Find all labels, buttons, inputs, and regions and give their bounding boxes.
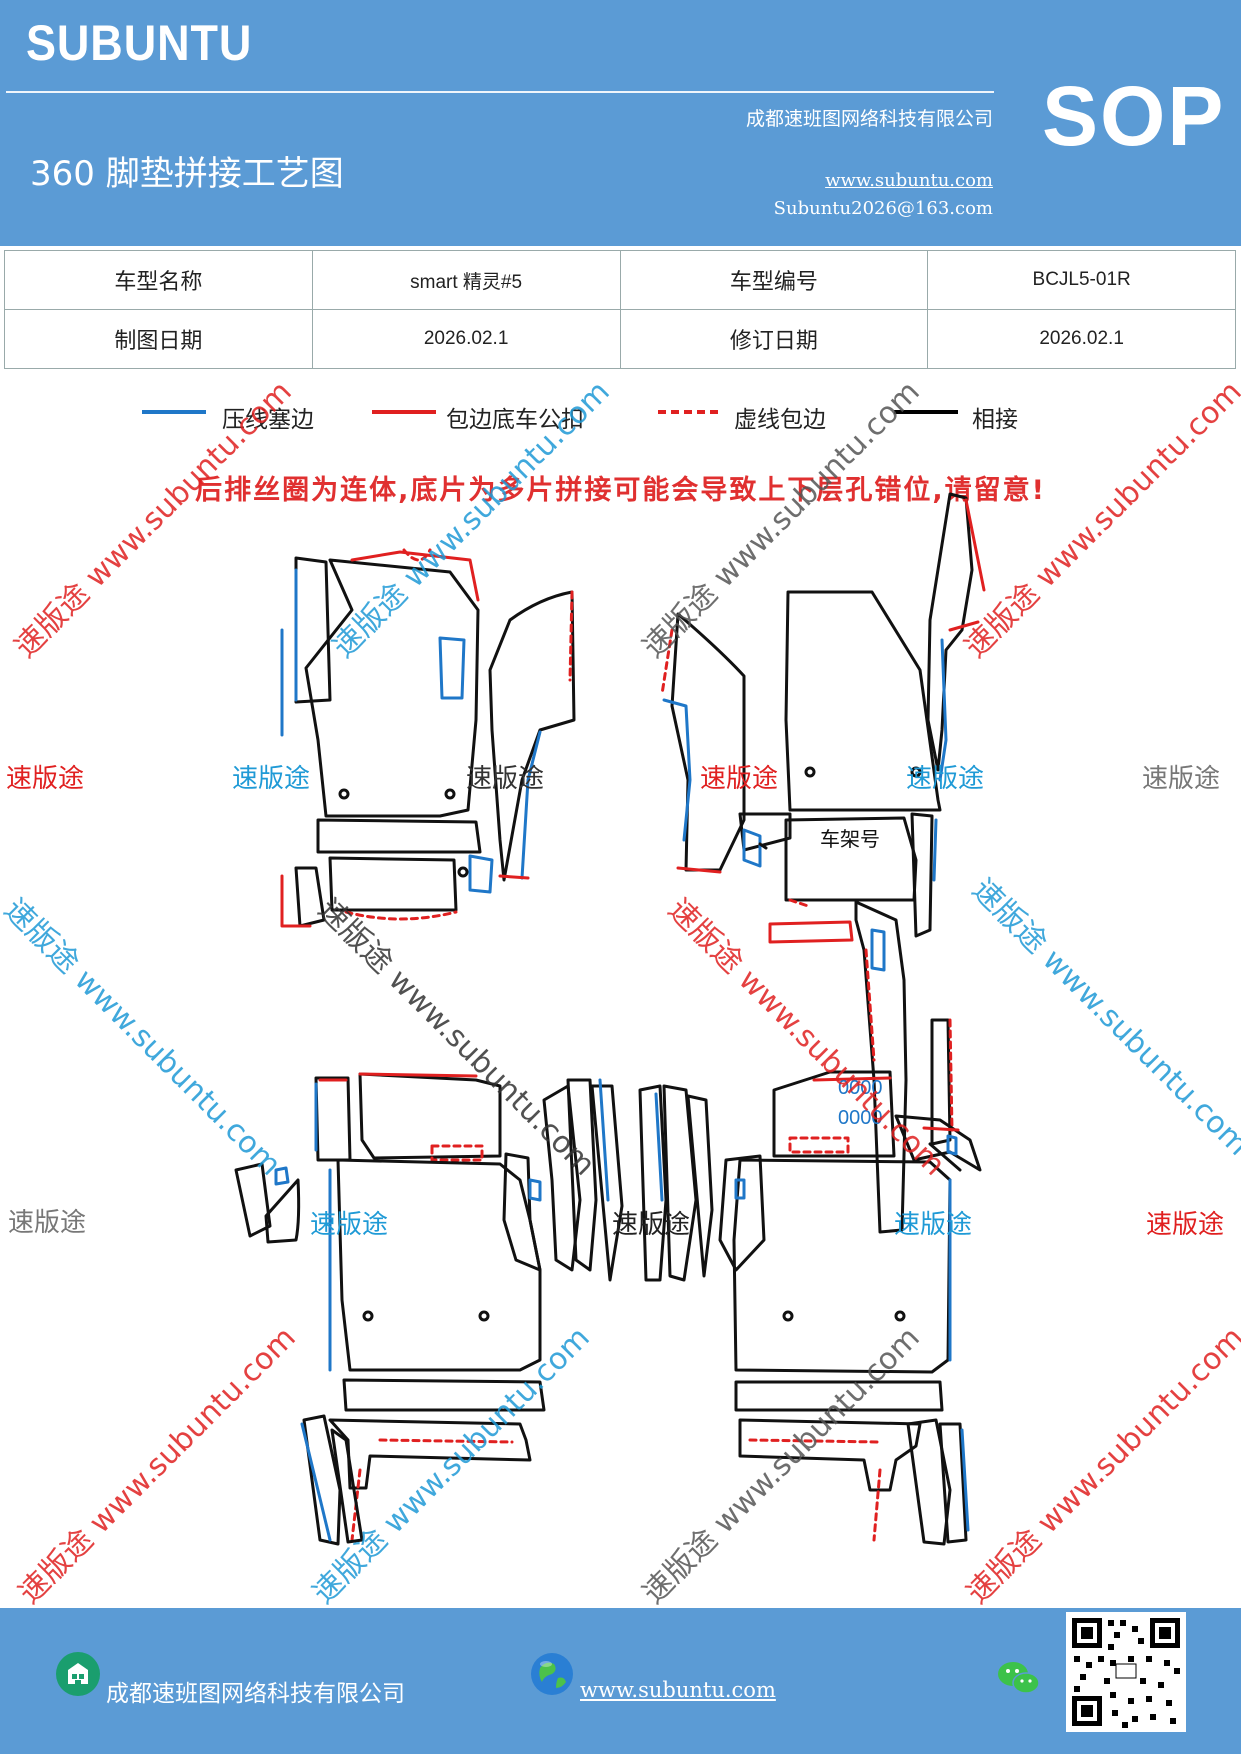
- qr-code-icon: [1072, 1618, 1180, 1728]
- watermark-text: 速版途: [1146, 1210, 1225, 1240]
- watermark-text: 速版途: [700, 764, 779, 794]
- watermark-text: 速版途: [310, 1210, 389, 1240]
- legend-label: 相接: [972, 407, 1018, 433]
- legend-swatch: [894, 410, 958, 414]
- globe-icon: [531, 1653, 573, 1695]
- watermark-text: 速版途: [466, 764, 545, 794]
- footer-website-link[interactable]: www.subuntu.com: [580, 1678, 776, 1702]
- header-email: Subuntu2026@163.com: [773, 198, 993, 219]
- model-name-value: smart 精灵#5: [311, 250, 621, 310]
- legend-swatch: [142, 410, 206, 414]
- legend-swatch: [658, 410, 718, 414]
- model-name-label: 车型名称: [4, 250, 313, 310]
- table-row: 制图日期 2026.02.1 修订日期 2026.02.1: [4, 309, 1236, 369]
- legend-swatch: [372, 410, 436, 414]
- legend: 压线塞边 包边底车公扣 虚线包边 相接: [0, 400, 1241, 440]
- qr-code: [1066, 1612, 1186, 1732]
- mat-rear-left: [234, 1072, 624, 1546]
- watermark-text: 速版途: [1142, 764, 1221, 794]
- draw-date-label: 制图日期: [4, 309, 313, 369]
- mat-front-right: [660, 492, 986, 1234]
- document-title: 360 脚垫拼接工艺图: [30, 154, 344, 194]
- header-website-link[interactable]: www.subuntu.com: [825, 170, 993, 191]
- legend-label: 包边底车公扣: [446, 407, 584, 433]
- table-row: 车型名称 smart 精灵#5 车型编号 BCJL5-01R: [4, 250, 1236, 310]
- draw-date-value: 2026.02.1: [311, 309, 621, 369]
- model-code-label: 车型编号: [619, 250, 929, 310]
- footer-company: 成都速班图网络科技有限公司: [106, 1681, 405, 1707]
- frame-number-label: 车架号: [820, 827, 880, 851]
- warning-text: 后排丝圈为连体,底片为多片拼接可能会导致上下层孔错位,请留意!: [195, 475, 1046, 506]
- watermark-text: 速版途: [232, 764, 311, 794]
- revise-date-label: 修订日期: [619, 309, 929, 369]
- watermark-text: 速版途: [6, 764, 85, 794]
- mat-front-left: [280, 548, 576, 928]
- header-divider: [6, 91, 994, 93]
- legend-label: 虚线包边: [734, 407, 826, 433]
- building-icon: [56, 1652, 100, 1696]
- info-table: 车型名称 smart 精灵#5 车型编号 BCJL5-01R 制图日期 2026…: [4, 250, 1236, 369]
- hole-marks-lower: 0000: [838, 1107, 883, 1129]
- watermark-text: 速版途: [8, 1208, 87, 1238]
- revise-date-value: 2026.02.1: [927, 309, 1236, 369]
- mat-rear-right: [638, 1070, 982, 1546]
- header-company: 成都速班图网络科技有限公司: [745, 108, 993, 130]
- wechat-icon: [998, 1662, 1040, 1694]
- watermark-text: 速版途: [894, 1210, 973, 1240]
- watermark-text: 速版途: [906, 764, 985, 794]
- model-code-value: BCJL5-01R: [927, 250, 1236, 310]
- watermark-text: 速版途: [612, 1210, 691, 1240]
- sop-badge: SOP: [1042, 69, 1226, 163]
- header: SUBUNTU 成都速班图网络科技有限公司 360 脚垫拼接工艺图 www.su…: [0, 0, 1241, 246]
- floor-mat-drawing: 车架号: [234, 492, 986, 1546]
- footer: 成都速班图网络科技有限公司 www.subuntu.com: [0, 1608, 1241, 1754]
- brand-logo: SUBUNTU: [26, 15, 253, 71]
- legend-label: 压线塞边: [222, 407, 314, 433]
- hole-marks-upper: 0000: [838, 1077, 883, 1099]
